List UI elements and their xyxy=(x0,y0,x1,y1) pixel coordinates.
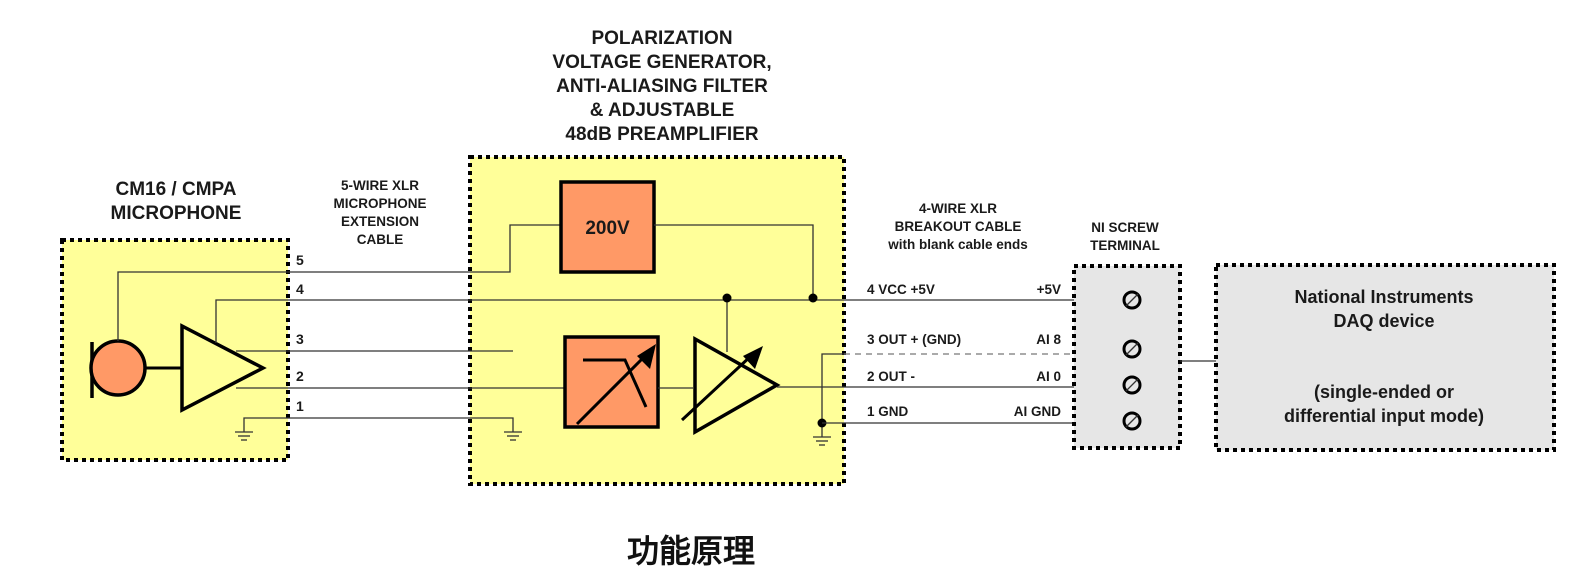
junction-dot xyxy=(808,293,818,303)
extension-cable-line-4: CABLE xyxy=(357,232,404,247)
junction-dot xyxy=(722,293,732,303)
preamp-title-line-3: ANTI-ALIASING FILTER xyxy=(556,76,768,97)
pin-label-4: 4 xyxy=(296,281,304,297)
terminal-aignd-label: AI GND xyxy=(1014,404,1062,419)
adjustable-gain-arrow-icon xyxy=(680,346,763,422)
preamp-ground-icon-right xyxy=(813,436,831,446)
pin-label-3: 3 xyxy=(296,331,304,347)
preamp-title: POLARIZATION VOLTAGE GENERATOR, ANTI-ALI… xyxy=(552,28,771,145)
signal-out-plus-label: 3 OUT + (GND) xyxy=(867,332,961,347)
preamp-title-line-2: VOLTAGE GENERATOR, xyxy=(552,52,771,73)
generator-output-wire xyxy=(654,224,814,298)
cable-wire-5 xyxy=(288,224,561,273)
breakout-cable-line-2: BREAKOUT CABLE xyxy=(895,219,1022,234)
microphone-title: CM16 / CMPA MICROPHONE xyxy=(111,179,242,224)
extension-cable-label: 5-WIRE XLR MICROPHONE EXTENSION CABLE xyxy=(333,178,426,247)
screw-terminal-title: NI SCREW TERMINAL xyxy=(1090,220,1160,253)
screw-5v-icon xyxy=(1122,290,1142,310)
breakout-cable-label: 4-WIRE XLR BREAKOUT CABLE with blank cab… xyxy=(887,201,1028,252)
screw-ai8-icon xyxy=(1122,339,1142,359)
mic-wire-1 xyxy=(243,417,288,432)
daq-line-1: National Instruments xyxy=(1294,287,1473,307)
out-plus-ground-wire xyxy=(821,353,844,437)
signal-out-minus-label: 2 OUT - xyxy=(867,369,915,384)
terminal-ai0-label: AI 0 xyxy=(1036,369,1061,384)
screw-terminal-line-1: NI SCREW xyxy=(1091,220,1159,235)
daq-line-3: (single-ended or xyxy=(1314,382,1454,402)
mic-ground-icon xyxy=(235,431,253,441)
preamp-title-line-4: & ADJUSTABLE xyxy=(590,100,735,121)
microphone-title-line-1: CM16 / CMPA xyxy=(115,179,236,200)
daq-device-label: National Instruments DAQ device (single-… xyxy=(1284,287,1484,426)
screw-terminal-line-2: TERMINAL xyxy=(1090,238,1160,253)
signal-gnd-label: 1 GND xyxy=(867,404,909,419)
preamp-module xyxy=(468,155,846,486)
terminal-5v-label: +5V xyxy=(1037,282,1061,297)
daq-line-4: differential input mode) xyxy=(1284,406,1484,426)
mic-pin-labels: 5 4 3 2 1 xyxy=(296,252,304,414)
polarization-voltage-generator xyxy=(559,180,656,274)
preamp-title-line-1: POLARIZATION xyxy=(591,28,732,49)
mic-preamp-triangle-icon xyxy=(180,323,267,413)
extension-cable-line-1: 5-WIRE XLR xyxy=(341,178,419,193)
preamp-title-line-5: 48dB PREAMPLIFIER xyxy=(565,124,758,145)
voltage-label: 200V xyxy=(585,218,630,239)
adjustable-preamplifier-triangle-icon xyxy=(693,336,781,436)
extension-cable-line-3: EXTENSION xyxy=(341,214,419,229)
pin-label-5: 5 xyxy=(296,252,304,268)
pin-label-2: 2 xyxy=(296,368,304,384)
anti-aliasing-filter xyxy=(563,335,660,429)
mic-wire-4 xyxy=(215,299,288,343)
screw-aignd-icon xyxy=(1122,411,1142,431)
breakout-cable-line-3: with blank cable ends xyxy=(887,237,1028,252)
adjustable-filter-icon xyxy=(575,344,656,426)
mic-wire-5 xyxy=(117,271,288,341)
microphone-capsule-icon xyxy=(89,339,147,397)
microphone-title-line-2: MICROPHONE xyxy=(111,203,242,224)
daq-device xyxy=(1214,263,1556,452)
preamp-ground-icon-left xyxy=(504,431,522,441)
screw-terminals xyxy=(1122,290,1142,431)
terminal-ai8-label: AI 8 xyxy=(1036,332,1061,347)
screw-ai0-icon xyxy=(1122,375,1142,395)
figure-caption: 功能原理 xyxy=(626,532,755,570)
signal-vcc-label: 4 VCC +5V xyxy=(867,282,935,297)
extension-cable-line-2: MICROPHONE xyxy=(333,196,426,211)
breakout-cable-line-1: 4-WIRE XLR xyxy=(919,201,997,216)
pin-label-1: 1 xyxy=(296,398,304,414)
cable-wire-1 xyxy=(288,417,514,432)
daq-line-2: DAQ device xyxy=(1333,311,1434,331)
breakout-signal-labels: 4 VCC +5V +5V 3 OUT + (GND) AI 8 2 OUT -… xyxy=(867,282,1061,419)
